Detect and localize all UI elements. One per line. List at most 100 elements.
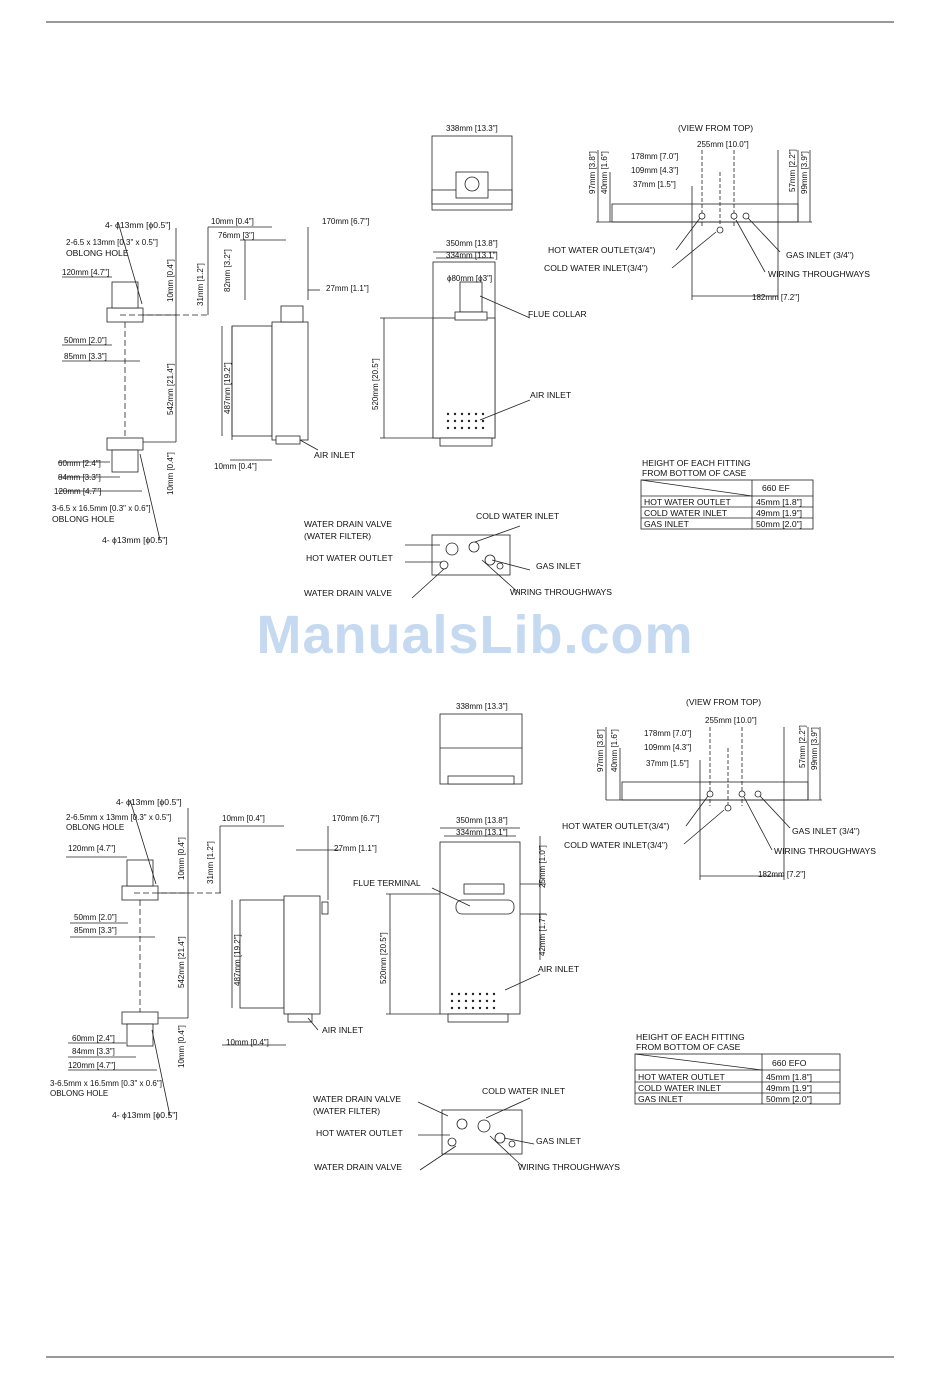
dim-542: 542mm [21.4"] <box>166 363 175 415</box>
table-title-2: FROM BOTTOM OF CASE <box>642 468 747 478</box>
dim-84: 84mm [3.3"] <box>58 473 101 482</box>
table-row-value: 45mm [1.8"] <box>766 1072 812 1082</box>
air-vent-grid <box>450 992 496 1010</box>
dim-334: 334mm [13.1"] <box>446 251 498 260</box>
dim-40: 40mm [1.6"] <box>600 151 609 194</box>
bottom-cold-water-inlet: COLD WATER INLET <box>482 1086 566 1096</box>
dim-182: 182mm [7.2"] <box>752 293 799 302</box>
oblong-hole-top-label: OBLONG HOLE <box>66 823 124 832</box>
watermark: ManualsLib.com <box>256 605 694 665</box>
dim-487: 487mm [19.2"] <box>233 934 242 986</box>
bottom-drain-valve-2: WATER DRAIN VALVE <box>304 588 392 598</box>
bottom-hot-water-outlet: HOT WATER OUTLET <box>306 553 393 563</box>
table-row-label: GAS INLET <box>644 519 690 529</box>
dim-334: 334mm [13.1"] <box>456 828 508 837</box>
dim-37: 37mm [1.5"] <box>646 759 689 768</box>
diagram-660ef <box>58 135 814 599</box>
dim-80: ϕ80mm [ϕ3"] <box>447 274 492 283</box>
oblong-top-label: 2-6.5mm x 13mm [0.3" x 0.5"] <box>66 813 171 822</box>
top-hot-water-outlet: HOT WATER OUTLET(3/4") <box>548 245 656 255</box>
bottom-drain-valve-1: WATER DRAIN VALVE <box>313 1094 401 1104</box>
unit-top-thumbnail <box>439 713 523 785</box>
dim-109: 109mm [4.3"] <box>631 166 678 175</box>
bottom-drain-filter: (WATER FILTER) <box>313 1106 380 1116</box>
table-row-label: GAS INLET <box>638 1094 684 1104</box>
oblong-hole-bot-label: OBLONG HOLE <box>52 514 115 524</box>
oblong-bot-label: 3-6.5mm x 16.5mm [0.3" x 0.6"] <box>50 1079 162 1088</box>
table-model: 660 EF <box>762 483 790 493</box>
dim-182: 182mm [7.2"] <box>758 870 805 879</box>
dim-42: 42mm [1.7"] <box>538 913 547 956</box>
fitting-height-table <box>634 1053 841 1105</box>
side-air-inlet: AIR INLET <box>314 450 356 460</box>
oblong-hole-top-label: OBLONG HOLE <box>66 248 129 258</box>
dim-40: 40mm [1.6"] <box>610 729 619 772</box>
dim-178: 178mm [7.0"] <box>644 729 691 738</box>
dim-99: 99mm [3.9"] <box>810 727 819 770</box>
labels: (VIEW FROM TOP) 4- ϕ13mm [ϕ0.5"] 2-6.5 x… <box>50 123 876 1172</box>
dim-57: 57mm [2.2"] <box>788 149 797 192</box>
dim-10-foot: 10mm [0.4"] <box>214 462 257 471</box>
unit-side-view <box>207 226 320 461</box>
dim-10-foot: 10mm [0.4"] <box>226 1038 269 1047</box>
view-from-top-label: (VIEW FROM TOP) <box>686 697 761 707</box>
top-wiring-throughways: WIRING THROUGHWAYS <box>768 269 870 279</box>
bottom-gas-inlet: GAS INLET <box>536 1136 582 1146</box>
top-gas-inlet: GAS INLET (3/4") <box>792 826 860 836</box>
flue-collar-label: FLUE COLLAR <box>528 309 587 319</box>
table-title-1: HEIGHT OF EACH FITTING <box>642 458 751 468</box>
dim-57: 57mm [2.2"] <box>798 725 807 768</box>
dim-60: 60mm [2.4"] <box>58 459 101 468</box>
holes-bot-label: 4- ϕ13mm [ϕ0.5"] <box>102 535 168 545</box>
oblong-hole-bot-label: OBLONG HOLE <box>50 1089 108 1098</box>
dim-109: 109mm [4.3"] <box>644 743 691 752</box>
dim-25: 25mm [1.0"] <box>538 845 547 888</box>
dim-170: 170mm [6.7"] <box>322 217 369 226</box>
holes-top-label: 4- ϕ13mm [ϕ0.5"] <box>116 797 182 807</box>
dim-10-top: 10mm [0.4"] <box>177 837 186 880</box>
dim-120-top: 120mm [4.7"] <box>62 268 109 277</box>
dim-10-bot: 10mm [0.4"] <box>177 1025 186 1068</box>
view-from-top-label: (VIEW FROM TOP) <box>678 123 753 133</box>
unit-bottom-view <box>405 525 531 599</box>
air-vent-grid <box>446 412 485 430</box>
bottom-gas-inlet: GAS INLET <box>536 561 582 571</box>
dim-37: 37mm [1.5"] <box>633 180 676 189</box>
dim-85: 85mm [3.3"] <box>74 926 117 935</box>
unit-front-view <box>380 251 531 447</box>
dim-31: 31mm [1.2"] <box>206 841 215 884</box>
oblong-bot-label: 3-6.5 x 16.5mm [0.3" x 0.6"] <box>52 504 151 513</box>
dim-85: 85mm [3.3"] <box>64 352 107 361</box>
unit-view-from-top <box>605 727 822 880</box>
oblong-top-label: 2-6.5 x 13mm [0.3" x 0.5"] <box>66 238 158 247</box>
unit-view-from-top <box>596 150 812 300</box>
dim-27: 27mm [1.1"] <box>326 284 369 293</box>
dim-50: 50mm [2.0"] <box>74 913 117 922</box>
table-row-value: 45mm [1.8"] <box>756 497 802 507</box>
flue-terminal-label: FLUE TERMINAL <box>353 878 421 888</box>
diagram-660efo <box>66 713 841 1171</box>
dim-76: 76mm [3"] <box>218 231 254 240</box>
bottom-drain-valve-1: WATER DRAIN VALVE <box>304 519 392 529</box>
top-wiring-throughways: WIRING THROUGHWAYS <box>774 846 876 856</box>
dim-10-side: 10mm [0.4"] <box>222 814 265 823</box>
top-hot-water-outlet: HOT WATER OUTLET(3/4") <box>562 821 670 831</box>
dim-31: 31mm [1.2"] <box>196 263 205 306</box>
bottom-drain-filter: (WATER FILTER) <box>304 531 371 541</box>
dim-120-top: 120mm [4.7"] <box>68 844 115 853</box>
dim-97: 97mm [3.8"] <box>596 729 605 772</box>
dim-338: 338mm [13.3"] <box>446 124 498 133</box>
top-cold-water-inlet: COLD WATER INLET(3/4") <box>564 840 668 850</box>
dim-350: 350mm [13.8"] <box>446 239 498 248</box>
bottom-wiring-throughways: WIRING THROUGHWAYS <box>510 587 612 597</box>
table-row-label: COLD WATER INLET <box>638 1083 722 1093</box>
table-row-label: HOT WATER OUTLET <box>644 497 731 507</box>
front-air-inlet: AIR INLET <box>538 964 580 974</box>
top-gas-inlet: GAS INLET (3/4") <box>786 250 854 260</box>
bottom-hot-water-outlet: HOT WATER OUTLET <box>316 1128 403 1138</box>
fitting-height-table <box>640 479 814 530</box>
table-row-label: HOT WATER OUTLET <box>638 1072 725 1082</box>
unit-front-view <box>386 827 546 1023</box>
dim-27: 27mm [1.1"] <box>334 844 377 853</box>
